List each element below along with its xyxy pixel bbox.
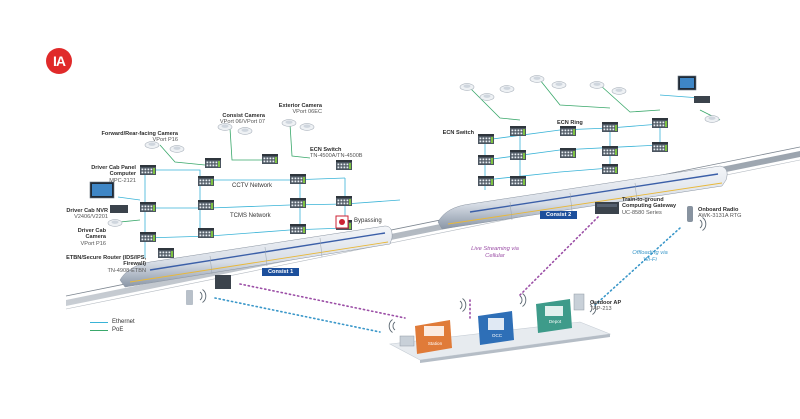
- legend: Ethernet PoE: [90, 318, 135, 334]
- company-logo: IA: [46, 48, 72, 74]
- tcms-network-label: TCMS Network: [230, 213, 271, 219]
- cctv-network-label: CCTV Network: [232, 183, 273, 189]
- ecn-ring-label: ECN Ring: [557, 120, 583, 126]
- train-consist-2: [437, 165, 728, 230]
- etbn-label: ETBN/Secure Router (IDS/IPS, Firewall)TN…: [66, 255, 146, 274]
- station-label: Station: [427, 341, 443, 346]
- gateway-device: [595, 202, 619, 214]
- consist-2-badge: Consist 2: [540, 211, 578, 219]
- cellular-links: [239, 214, 601, 321]
- legend-poe: PoE: [90, 326, 135, 334]
- occ-label: OCC: [491, 333, 503, 338]
- wifi-link-label: Offloading via Wi-Fi: [632, 250, 668, 263]
- wifi-links: [214, 227, 681, 333]
- consist-1-badge: Consist 1: [262, 268, 300, 276]
- ground-platform: [389, 293, 612, 363]
- cellular-link-label: Live Streaming via Cellular: [471, 246, 519, 259]
- cab-devices: [89, 75, 710, 213]
- depot-label: Depot: [548, 319, 562, 324]
- bypassing-device: [335, 215, 349, 229]
- train-consist-1: [119, 225, 393, 288]
- right-switches: [478, 118, 668, 186]
- bypassing-label: Bypassing: [354, 218, 382, 224]
- legend-ethernet: Ethernet: [90, 318, 135, 326]
- onboard-radio-device: [186, 206, 693, 305]
- ecn-switch-right-label: ECN Switch: [442, 130, 474, 136]
